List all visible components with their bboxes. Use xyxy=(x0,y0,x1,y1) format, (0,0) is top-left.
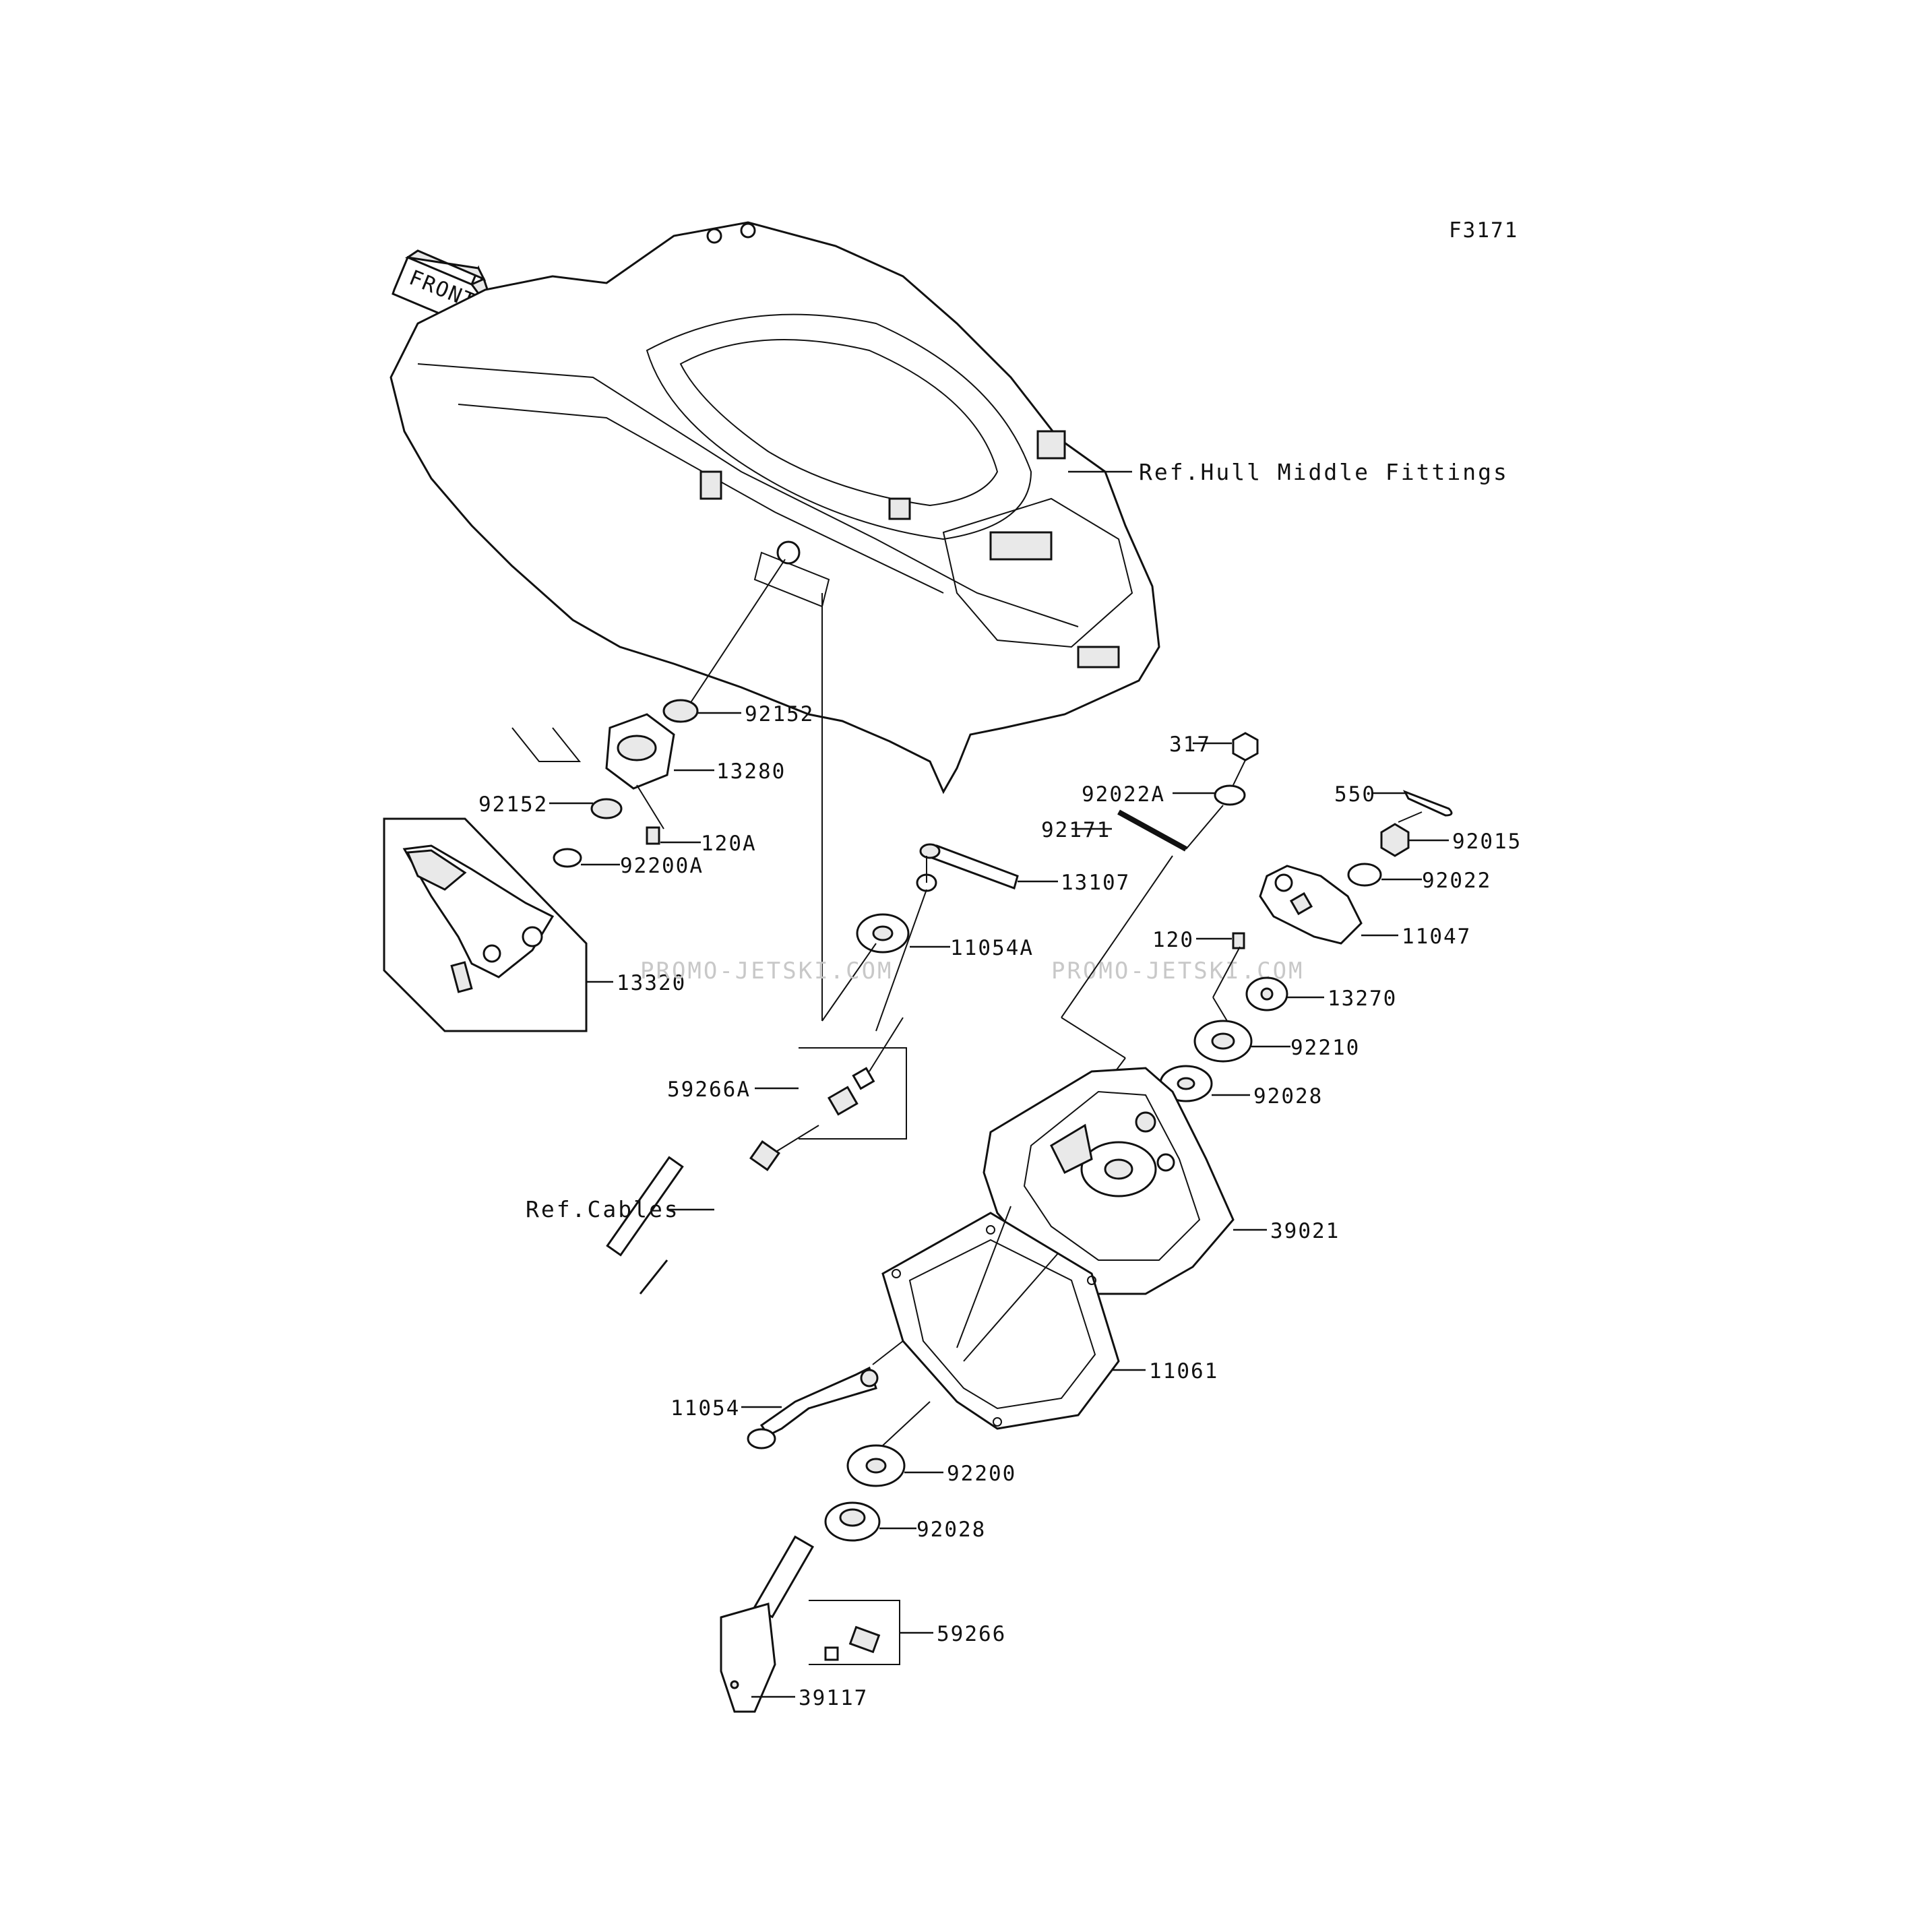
part-label-92210: 92210 xyxy=(1290,1036,1360,1060)
washer-92022a xyxy=(1214,784,1246,806)
part-label-92022A: 92022A xyxy=(1082,782,1165,807)
arm-11054 xyxy=(747,1366,879,1450)
lever-13320 xyxy=(383,817,588,1032)
screw-120a xyxy=(646,826,660,845)
shaft-39117 xyxy=(720,1535,815,1713)
ref-cables-label: Ref.Cables xyxy=(526,1196,680,1222)
gasket-11061 xyxy=(881,1212,1120,1430)
screw-120 xyxy=(1232,932,1245,949)
part-label-11047: 11047 xyxy=(1402,925,1471,949)
arm-13107 xyxy=(916,843,1019,892)
part-label-120: 120 xyxy=(1152,928,1194,952)
part-label-13107: 13107 xyxy=(1061,871,1130,895)
nut-92015 xyxy=(1380,823,1410,857)
washer-92022 xyxy=(1347,863,1382,887)
part-label-13320: 13320 xyxy=(617,971,686,995)
pin-92171 xyxy=(1117,809,1187,852)
nut-317 xyxy=(1232,732,1259,761)
connector-59266 xyxy=(824,1625,881,1661)
part-label-120A: 120A xyxy=(701,832,757,856)
watermark-1: PROMO-JETSKI.COM xyxy=(640,958,894,985)
part-label-92028-bottom: 92028 xyxy=(916,1518,986,1542)
connector-59266a xyxy=(827,1067,875,1116)
part-label-39021: 39021 xyxy=(1270,1219,1340,1243)
part-label-13280: 13280 xyxy=(716,759,786,784)
bracket-11047 xyxy=(1259,865,1363,945)
holder-13280 xyxy=(605,713,675,790)
part-label-59266: 59266 xyxy=(937,1622,1006,1646)
housing-39021 xyxy=(983,1067,1235,1295)
hull-middle-fittings xyxy=(389,221,1160,794)
part-label-550: 550 xyxy=(1334,782,1376,807)
part-label-92028-top: 92028 xyxy=(1253,1084,1323,1109)
part-label-92015: 92015 xyxy=(1452,830,1522,854)
part-label-11061: 11061 xyxy=(1149,1359,1218,1383)
figure-code: F3171 xyxy=(1449,218,1518,243)
part-label-59266A: 59266A xyxy=(667,1078,751,1102)
washer-92200a xyxy=(553,848,582,868)
grommet-92152-left xyxy=(590,798,623,819)
part-label-92152-top: 92152 xyxy=(745,702,814,726)
part-label-11054A: 11054A xyxy=(950,936,1034,960)
part-label-92152-left: 92152 xyxy=(478,792,548,817)
part-label-92200: 92200 xyxy=(947,1462,1016,1486)
part-label-92022: 92022 xyxy=(1422,869,1491,893)
part-label-13270: 13270 xyxy=(1328,987,1397,1011)
part-label-92200A: 92200A xyxy=(620,854,704,878)
part-label-39117: 39117 xyxy=(799,1686,868,1710)
part-label-317: 317 xyxy=(1169,733,1211,757)
ref-hull-label: Ref.Hull Middle Fittings xyxy=(1139,459,1509,485)
cotter-550 xyxy=(1402,790,1453,817)
grommet-92152 xyxy=(662,699,699,723)
part-label-92171: 92171 xyxy=(1041,818,1111,842)
part-label-11054: 11054 xyxy=(671,1396,740,1421)
cable-ref xyxy=(606,1140,780,1295)
